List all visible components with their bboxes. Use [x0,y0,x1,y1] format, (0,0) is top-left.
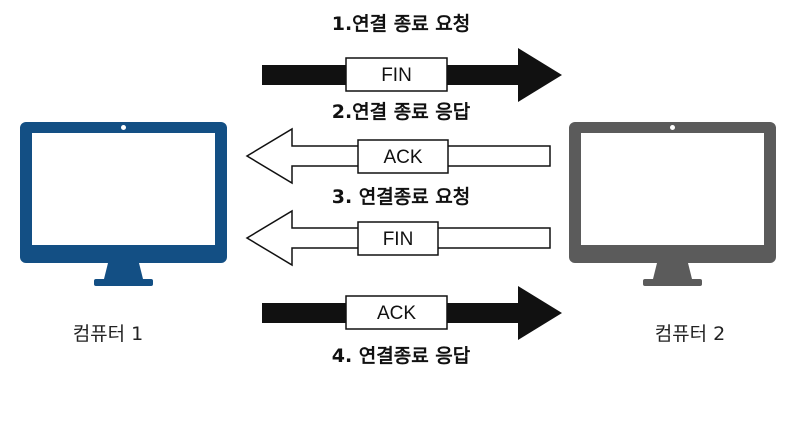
step-3-flag-label: FIN [383,229,414,250]
step-4-flag-box [345,295,448,330]
step-1: 1.연결 종료 요청 FIN [262,13,562,102]
step-2: 2.연결 종료 응답 ACK [245,101,551,185]
step-2-flag-box [357,139,449,174]
computer-2-stand [653,263,692,279]
computer-2-label: 컴퓨터 2 [655,323,726,345]
computer-2-screen [581,133,764,245]
step-4-flag-label: ACK [377,303,416,324]
computer-1-label: 컴퓨터 1 [73,323,144,345]
computer-2-base [643,279,702,286]
computer-1-stand [104,263,143,279]
step-2-label: 2.연결 종료 응답 [332,101,471,123]
computer-1: 컴퓨터 1 [20,122,227,345]
step-1-flag-box [345,57,448,92]
step-3-label: 3. 연결종료 요청 [332,186,471,208]
computer-1-screen [32,133,215,245]
step-1-label: 1.연결 종료 요청 [332,13,471,35]
step-3: 3. 연결종료 요청 FIN [245,186,551,267]
step-2-flag-label: ACK [383,147,422,168]
step-4-label: 4. 연결종료 응답 [332,345,471,367]
step-4: ACK 4. 연결종료 응답 [262,286,562,367]
computer-2: 컴퓨터 2 [569,122,776,345]
computer-1-base [94,279,153,286]
step-1-flag-label: FIN [381,65,412,86]
computer-1-camera [121,125,126,130]
step-3-flag-box [357,221,439,256]
computer-2-camera [670,125,675,130]
